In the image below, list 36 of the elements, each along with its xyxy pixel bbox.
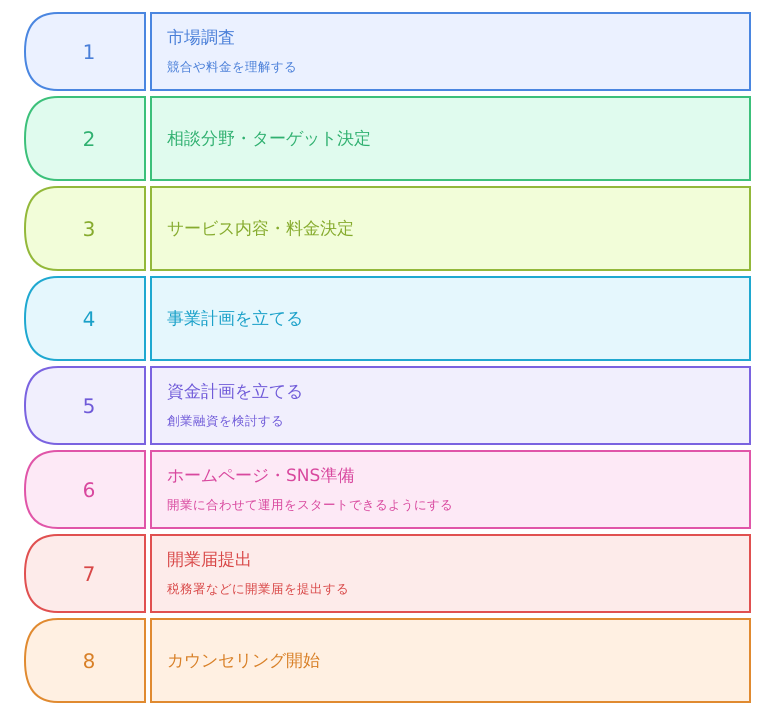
step-title: 資金計画を立てる	[167, 381, 303, 403]
step-box	[150, 618, 751, 703]
step-tab	[24, 366, 146, 445]
step-title: ホームページ・SNS準備	[167, 465, 354, 487]
step-number: 4	[82, 306, 96, 330]
step-number: 8	[82, 648, 96, 672]
step-title: 事業計画を立てる	[167, 308, 303, 330]
step-box	[150, 450, 751, 529]
step-description: 開業に合わせて運用をスタートできるようにする	[167, 497, 453, 514]
step-tab	[24, 534, 146, 613]
step-tab	[24, 276, 146, 361]
step-description: 税務署などに開業届を提出する	[167, 581, 349, 598]
step-box	[150, 12, 751, 91]
step-box	[150, 534, 751, 613]
step-number: 2	[82, 126, 96, 150]
step-box	[150, 96, 751, 181]
step-number: 1	[82, 40, 96, 64]
step-number: 3	[82, 216, 96, 240]
step-box	[150, 186, 751, 271]
step-number: 7	[82, 562, 96, 586]
step-number: 5	[82, 394, 96, 418]
step-tab	[24, 450, 146, 529]
step-tab	[24, 186, 146, 271]
step-tab	[24, 96, 146, 181]
step-title: 開業届提出	[167, 549, 252, 571]
step-title: カウンセリング開始	[167, 650, 320, 672]
step-description: 競合や料金を理解する	[167, 59, 297, 76]
step-number: 6	[82, 478, 96, 502]
step-box	[150, 276, 751, 361]
step-description: 創業融資を検討する	[167, 413, 284, 430]
step-box	[150, 366, 751, 445]
step-title: 相談分野・ターゲット決定	[167, 128, 371, 150]
step-tab	[24, 618, 146, 703]
step-title: サービス内容・料金決定	[167, 218, 354, 240]
step-title: 市場調査	[167, 27, 235, 49]
step-tab	[24, 12, 146, 91]
